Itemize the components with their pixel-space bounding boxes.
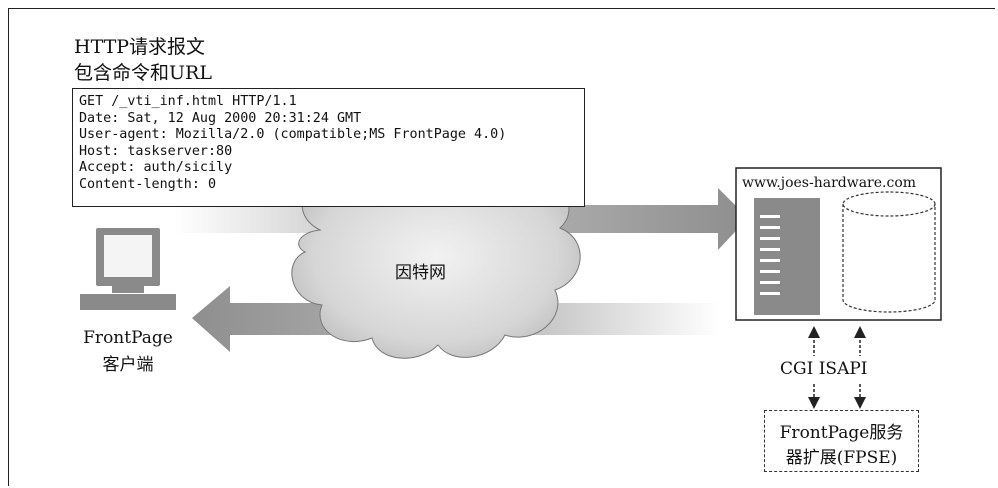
cgi-arrowheads-upper	[808, 326, 866, 338]
diagram-frame	[8, 8, 995, 486]
header-date: Date: Sat, 12 Aug 2000 20:31:24 GMT	[79, 110, 362, 126]
http-request-box: GET /_vti_inf.html HTTP/1.1 Date: Sat, 1…	[72, 88, 585, 207]
fpse-label-line-2: 器扩展(FPSE)	[785, 448, 898, 468]
server-hostname: www.joes-hardware.com	[742, 175, 917, 191]
header-content-length: Content-length: 0	[79, 176, 217, 192]
title-line-1: HTTP请求报文	[74, 36, 206, 58]
fpse-label-line-1: FrontPage服务	[779, 423, 904, 443]
header-accept: Accept: auth/sicily	[79, 160, 233, 175]
cgi-arrows-lower	[813, 384, 861, 400]
cgi-arrows-upper	[813, 335, 861, 356]
request-line: GET /_vti_inf.html HTTP/1.1	[79, 94, 297, 109]
fpse-box	[764, 410, 919, 472]
server-icon	[754, 198, 820, 315]
interface-label: CGI ISAPI	[780, 359, 868, 379]
cloud-label: 因特网	[395, 263, 446, 283]
title-line-2: 包含命令和URL	[74, 62, 212, 84]
client-label-line-1: FrontPage	[83, 328, 173, 348]
header-host: Host: taskserver:80	[79, 143, 233, 159]
database-icon	[842, 191, 936, 313]
computer-icon	[80, 228, 176, 310]
client-label-line-2: 客户端	[102, 355, 154, 375]
cgi-arrowheads-lower	[808, 397, 866, 409]
header-user-agent: User-agent: Mozilla/2.0 (compatible;MS F…	[79, 127, 507, 142]
